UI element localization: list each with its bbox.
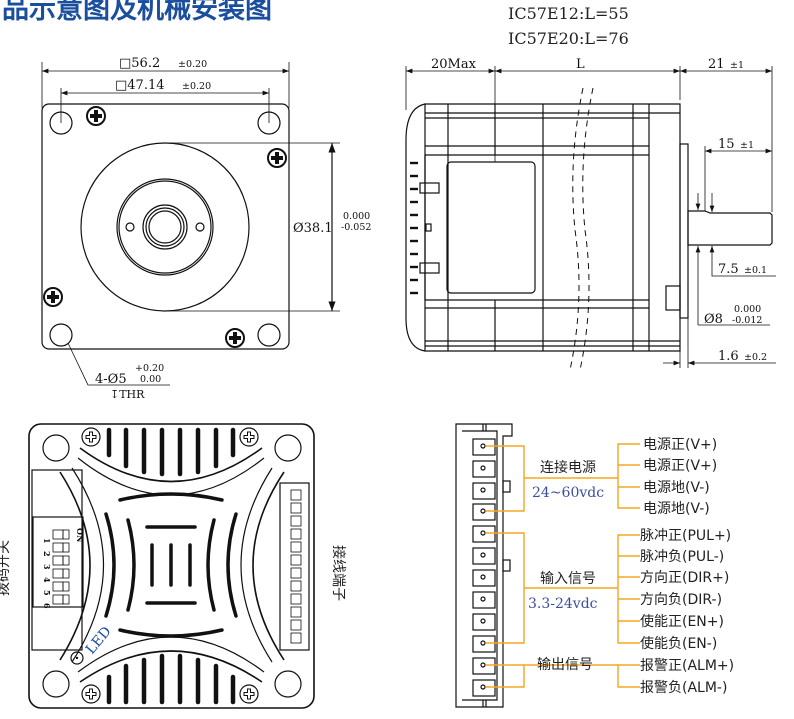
- flat-depth-leader: [711, 246, 776, 277]
- pin-label: 使能负(EN-): [640, 635, 717, 652]
- motor-flange-outline: [41, 103, 290, 350]
- shaft: [687, 210, 773, 246]
- dim-outer: □56.2: [119, 56, 160, 71]
- driver-outline: [28, 423, 315, 709]
- pin-label: 电源正(V+): [643, 458, 717, 474]
- dip-switch: [32, 516, 84, 608]
- driver-window: [446, 161, 536, 294]
- dip-number: 1: [42, 538, 52, 544]
- dim-hole-pitch: □47.14: [115, 78, 165, 93]
- hole-tol-upper: +0.20: [135, 363, 164, 374]
- terminal-block: [279, 482, 310, 651]
- dip-number: 4: [42, 577, 52, 583]
- pin-label: 脉冲正(PUL+): [640, 528, 731, 544]
- dim-boss-tol-upper: 0.000: [343, 211, 370, 222]
- hole-leader-line: [67, 342, 170, 386]
- dim-shaft-dia-tol-lower: -0.012: [732, 315, 762, 326]
- heatsink-fins: [106, 427, 236, 705]
- terminal-pins: [290, 489, 302, 644]
- connector-housing: [455, 423, 513, 708]
- dim-flat-depth: 7.5: [718, 262, 739, 277]
- dim-flange-tol: ±0.2: [744, 352, 767, 363]
- flange: [679, 143, 689, 319]
- group-voltage-input: 3.3-24vdc: [528, 596, 598, 612]
- connector-pins: [472, 438, 496, 697]
- model-ic57e20: IC57E20:L=76: [508, 29, 629, 48]
- dim-boss-tol-lower: -0.052: [341, 222, 371, 233]
- dim-shaft-dia: Ø8: [704, 312, 723, 327]
- dip-numbers: 1 2 3 4 5 6 ON: [42, 528, 85, 609]
- shaft-circle: [142, 204, 188, 250]
- dim-shaft-tol: ±1: [730, 60, 744, 71]
- pin-label: 电源正(V+): [643, 437, 717, 453]
- dim-flat-tol: ±1: [740, 140, 754, 151]
- hole-depth: ↧THR: [110, 388, 145, 401]
- pin-label: 电源地(V-): [643, 501, 710, 517]
- terminal-label: 接线端子: [330, 545, 347, 601]
- screw-icon: [86, 106, 106, 126]
- pin-labels: 电源正(V+) 电源正(V+) 电源地(V-) 电源地(V-) 脉冲正(PUL+…: [640, 437, 734, 696]
- pin-label: 方向负(DIR-): [640, 592, 722, 608]
- dim-flange: 1.6: [718, 349, 739, 364]
- boss-circle: [80, 142, 250, 312]
- screw-icon: [81, 427, 101, 447]
- screw-icon: [43, 287, 63, 307]
- model-ic57e12: IC57E12:L=55: [508, 4, 629, 23]
- dim-flat-depth-tol: ±0.1: [744, 265, 767, 276]
- vent-slots: [104, 492, 238, 638]
- side-view: IC57E12:L=55 IC57E20:L=76 20Max L 21 ±1: [405, 4, 776, 371]
- dip-number: 5: [42, 590, 52, 596]
- dip-on-label: ON: [75, 528, 85, 542]
- pin-label: 使能正(EN+): [640, 613, 724, 630]
- dim-boss: Ø38.1: [293, 221, 333, 236]
- driver-cap: [405, 103, 426, 352]
- group-voltage-power: 24~60vdc: [532, 485, 604, 501]
- page-title: 品示意图及机械安装图: [2, 0, 272, 25]
- dip-number: 2: [42, 551, 52, 557]
- dim-outer-tol: ±0.20: [178, 59, 207, 70]
- group-label-power: 连接电源: [540, 459, 596, 476]
- wiring-diagram: 连接电源 24~60vdc 输入信号 3.3-24vdc 输出信号 电源正(V+…: [455, 423, 734, 708]
- dip-number: 6: [42, 603, 52, 609]
- mount-hole: [49, 111, 73, 135]
- dim-back: 20Max: [431, 57, 477, 72]
- mount-hole: [257, 323, 281, 347]
- screw-icon: [239, 684, 259, 704]
- dip-switch-label: 拨码开关: [0, 540, 12, 596]
- hole-callout: 4-Ø5: [95, 372, 127, 387]
- mount-hole: [49, 323, 73, 347]
- screw-icon: [267, 148, 287, 168]
- front-view: □56.2 ±0.20 □47.14 ±0.20 Ø38.1 0.000 -0.…: [41, 56, 371, 401]
- pin-label: 脉冲负(PUL-): [640, 549, 724, 565]
- led-indicator: [70, 651, 84, 665]
- dim-body: L: [576, 57, 585, 72]
- dim-shaft: 21: [708, 57, 725, 72]
- dim-flat: 15: [718, 137, 735, 152]
- connector-ribs: [410, 161, 418, 295]
- screw-icon: [239, 427, 259, 447]
- pin-label: 方向正(DIR+): [640, 570, 729, 586]
- hole-tol-lower: 0.00: [140, 374, 161, 385]
- driver-view: 1 2 3 4 5 6 ON 拨码开关 接线端子 LED: [0, 423, 347, 709]
- pin-label: 报警负(ALM-): [640, 680, 727, 696]
- motor-body: [424, 103, 681, 352]
- group-label-input: 输入信号: [540, 571, 596, 587]
- break-line: [569, 87, 584, 371]
- mount-hole: [257, 111, 281, 135]
- screw-icon: [81, 684, 101, 704]
- pin-label: 报警正(ALM+): [640, 658, 734, 674]
- dim-shaft-dia-tol-upper: 0.000: [734, 304, 761, 315]
- group-label-output: 输出信号: [537, 657, 593, 673]
- dip-number: 3: [42, 564, 52, 570]
- dip-switch-positions: [52, 529, 70, 605]
- screw-icon: [225, 328, 245, 348]
- dim-hole-pitch-tol: ±0.20: [182, 81, 211, 92]
- pin-label: 电源地(V-): [643, 480, 710, 496]
